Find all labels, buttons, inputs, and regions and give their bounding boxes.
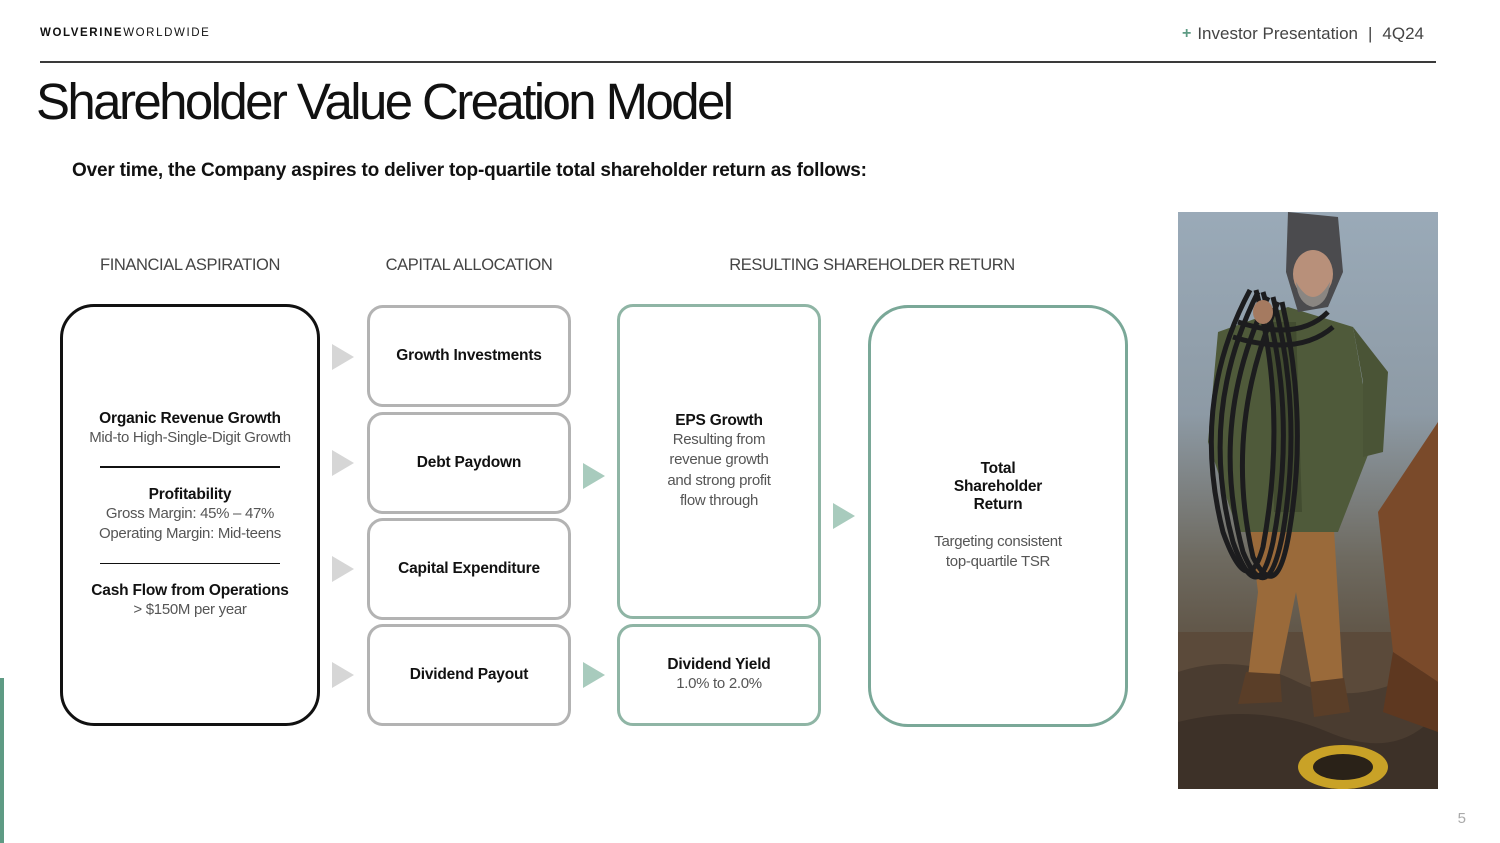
worker-photo xyxy=(1178,212,1438,789)
worker-illustration xyxy=(1178,212,1438,789)
eps-growth-detail: Resulting from xyxy=(672,430,766,448)
header-rule xyxy=(40,61,1436,63)
arrow-right-icon xyxy=(332,556,354,582)
cash-flow-title: Cash Flow from Operations xyxy=(91,582,289,599)
left-accent-bar xyxy=(0,678,4,843)
brand-logo: WOLVERINEWORLDWIDE xyxy=(40,27,210,39)
arrow-right-icon xyxy=(332,450,354,476)
aspiration-divider xyxy=(100,466,280,468)
column-header-capital: CAPITAL ALLOCATION xyxy=(385,256,553,274)
profitability-title: Profitability xyxy=(148,485,232,503)
organic-growth-detail: Mid-to High-Single-Digit Growth xyxy=(89,428,291,446)
tsr-title: Return xyxy=(973,495,1023,513)
tsr-title: Shareholder xyxy=(953,477,1043,495)
eps-growth-detail: and strong profit xyxy=(667,471,771,489)
dividend-payout-label: Dividend Payout xyxy=(409,666,529,683)
eps-growth-detail: flow through xyxy=(679,492,759,509)
organic-growth-title: Organic Revenue Growth xyxy=(99,409,281,427)
growth-investments-box: Growth Investments xyxy=(367,305,571,407)
eps-growth-detail: revenue growth xyxy=(669,451,769,468)
dividend-yield-box: Dividend Yield 1.0% to 2.0% xyxy=(617,624,821,726)
debt-paydown-box: Debt Paydown xyxy=(367,412,571,514)
arrow-right-icon xyxy=(332,344,354,370)
dividend-yield-detail: 1.0% to 2.0% xyxy=(676,674,762,692)
arrow-right-icon xyxy=(332,662,354,688)
arrow-right-icon xyxy=(583,662,605,688)
operating-margin-detail: Operating Margin: Mid-teens xyxy=(99,525,281,542)
plus-icon: + xyxy=(1181,25,1192,42)
arrow-right-icon xyxy=(583,463,605,489)
period-label: 4Q24 xyxy=(1382,24,1424,43)
capital-expenditure-label: Capital Expenditure xyxy=(398,560,540,577)
presentation-header: + Investor Presentation | 4Q24 xyxy=(1182,24,1424,44)
total-shareholder-return-box: Total Shareholder Return Targeting consi… xyxy=(868,305,1128,727)
column-header-return: RESULTING SHAREHOLDER RETURN xyxy=(729,256,1015,274)
eps-growth-title: EPS Growth xyxy=(675,411,763,429)
debt-paydown-label: Debt Paydown xyxy=(416,454,522,471)
brand-light: WORLDWIDE xyxy=(123,27,211,39)
eps-growth-box: EPS Growth Resulting from revenue growth… xyxy=(617,304,821,619)
tsr-detail: Targeting consistent xyxy=(934,532,1062,550)
column-header-financial: FINANCIAL ASPIRATION xyxy=(100,256,280,274)
arrow-right-icon xyxy=(833,503,855,529)
tsr-title: Total xyxy=(980,459,1016,477)
page-number: 5 xyxy=(1457,810,1466,827)
presentation-label: Investor Presentation xyxy=(1197,24,1358,43)
financial-aspiration-box: Organic Revenue Growth Mid-to High-Singl… xyxy=(60,304,320,726)
gross-margin-detail: Gross Margin: 45% – 47% xyxy=(105,504,275,522)
header-separator: | xyxy=(1367,24,1373,43)
aspiration-divider xyxy=(100,562,280,564)
page-subtitle: Over time, the Company aspires to delive… xyxy=(72,160,867,181)
cash-flow-detail: > $150M per year xyxy=(133,601,247,618)
page-title: Shareholder Value Creation Model xyxy=(36,73,734,130)
dividend-payout-box: Dividend Payout xyxy=(367,624,571,726)
growth-investments-label: Growth Investments xyxy=(396,347,542,364)
tsr-detail: top-quartile TSR xyxy=(945,553,1051,570)
capital-expenditure-box: Capital Expenditure xyxy=(367,518,571,620)
dividend-yield-title: Dividend Yield xyxy=(667,655,771,673)
brand-bold: WOLVERINE xyxy=(40,27,124,39)
